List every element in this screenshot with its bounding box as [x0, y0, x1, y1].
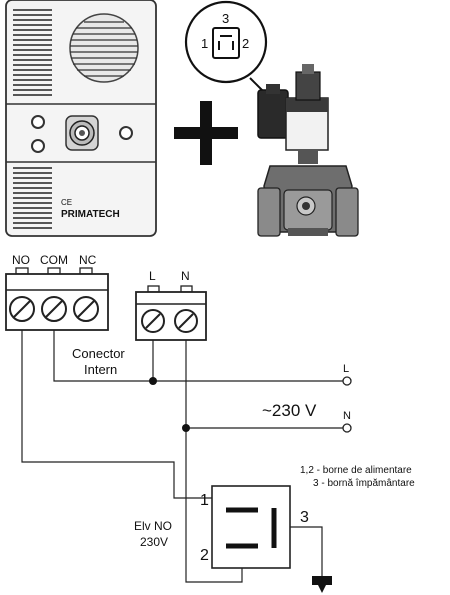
terminal-nc-label: NC [79, 253, 97, 267]
legend-line-1: 1,2 - borne de alimentare [300, 465, 412, 476]
terminal-no-label: NO [12, 253, 30, 267]
valve-connector-symbol: 1 2 3 [200, 485, 309, 569]
junction-dot-l [149, 377, 157, 385]
valve-pin-3-label: 3 [300, 509, 309, 526]
internal-connector-label-line2: Intern [84, 362, 117, 377]
zoom-pin-3-label: 3 [222, 11, 229, 26]
wiring [21, 328, 343, 583]
valve-name-line2: 230V [140, 535, 168, 549]
supply-terminal-l [342, 376, 352, 386]
supply-l-label: L [343, 363, 349, 375]
valve-name-line1: Elv NO [134, 519, 172, 533]
valve-pin-1-label: 1 [200, 492, 209, 509]
test-button [65, 115, 99, 151]
relay-terminal-block: NO COM NC [5, 253, 109, 331]
connector-zoom-callout: 3 1 2 [184, 0, 269, 97]
ce-mark: CE [61, 198, 72, 207]
plus-icon [174, 101, 238, 165]
vent-grille-bottom [13, 167, 52, 229]
speaker-grille [69, 13, 139, 83]
zoom-pin-2-label: 2 [242, 36, 249, 51]
internal-connector-label-line1: Conector [72, 346, 125, 361]
supply-terminal-n [342, 423, 352, 433]
supply-n-label: N [343, 410, 351, 422]
led-indicator-3 [119, 126, 133, 140]
power-terminal-block: L N [135, 269, 207, 341]
solenoid-valve-image [257, 64, 359, 237]
zoom-pin-1-label: 1 [201, 36, 208, 51]
ground-icon [312, 576, 332, 593]
led-indicator-1 [31, 115, 45, 129]
supply-voltage-label: ~230 V [262, 401, 317, 420]
gas-detector-device: CE PRIMATECH [5, 0, 157, 237]
valve-pin-2-label: 2 [200, 547, 209, 564]
led-indicator-2 [31, 139, 45, 153]
brand-label: PRIMATECH [61, 209, 120, 220]
junction-dot-n [182, 424, 190, 432]
vent-grille-top [13, 9, 52, 96]
terminal-n-label: N [181, 269, 190, 283]
terminal-com-label: COM [40, 253, 68, 267]
legend-line-2: 3 - bornă împământare [313, 478, 415, 489]
terminal-l-label: L [149, 269, 156, 283]
